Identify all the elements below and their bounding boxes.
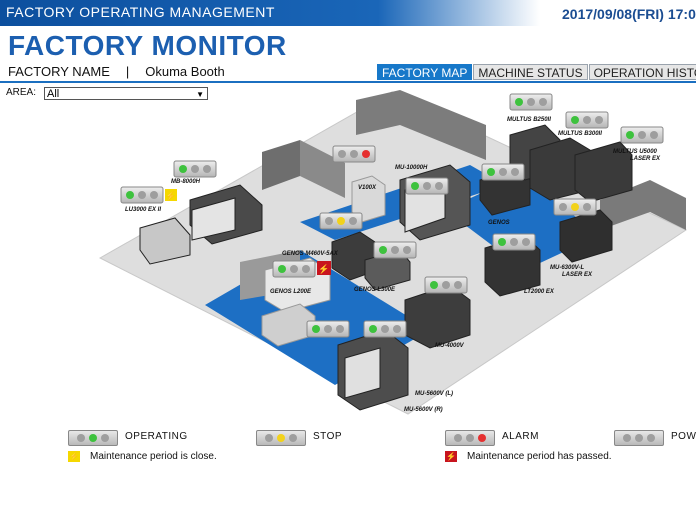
tab-operation-history[interactable]: OPERATION HISTORY — [588, 64, 696, 80]
wall-top-left — [300, 140, 345, 198]
lamp-mu10000h[interactable] — [332, 145, 376, 163]
lamp-lu3000[interactable] — [120, 186, 164, 204]
svg-text:⚡: ⚡ — [318, 263, 329, 275]
legend-lamp — [635, 434, 643, 442]
factory-name-row: FACTORY NAME | Okuma Booth — [8, 64, 225, 79]
legend-lamp-box — [68, 430, 118, 446]
page-title: FACTORY MONITOR — [8, 30, 287, 61]
lamp-multus-b300[interactable] — [565, 111, 609, 129]
label-mu4000: MU-4000V — [435, 343, 465, 349]
legend-lamp — [277, 434, 285, 442]
current-datetime: 2017/09/08(FRI) 17:0 — [562, 6, 696, 22]
legend-power: POWE — [614, 430, 696, 448]
note-maintenance-close-text: Maintenance period is close. — [90, 451, 217, 463]
lamp-mb8000h[interactable] — [481, 163, 525, 181]
label-multus-b250: MULTUS B250II — [507, 117, 551, 123]
label-mu10000h: MU-10000H — [395, 165, 428, 171]
label-multus-b300: MULTUS B300II — [558, 131, 602, 137]
label-lt2000: LT2000 EX — [524, 289, 555, 295]
top-bar: FACTORY OPERATING MANAGEMENT 2017/09/08(… — [0, 0, 696, 26]
factory-name-label: FACTORY NAME — [8, 64, 110, 79]
lamp-lu3000-left[interactable] — [173, 160, 217, 178]
legend-label-stop: STOP — [313, 431, 343, 442]
maintenance-overdue-icon: ⚡ — [445, 451, 457, 462]
legend-lamp — [77, 434, 85, 442]
tab-underline — [0, 81, 696, 83]
wall-back — [356, 90, 486, 160]
factory-map: ⚡ ⚡ MULTUS B250II MULTUS B300II MULTUS U… — [98, 90, 688, 415]
note-maintenance-passed: ⚡ Maintenance period has passed. — [445, 451, 612, 462]
maintenance-close-icon: ⚡ — [165, 189, 177, 202]
lamp-lt2000[interactable] — [492, 233, 536, 251]
legend-lamp — [623, 434, 631, 442]
lamp-mu4000[interactable] — [424, 276, 468, 294]
label-multus-u5000-sub: LASER EX — [630, 156, 661, 162]
label-genos: GENOS — [488, 220, 510, 226]
lamp-mu6300[interactable] — [553, 198, 597, 216]
label-genos-l200: GENOS L200E — [270, 289, 312, 295]
label-genos-m460: GENOS M460V-5AX — [282, 251, 339, 257]
note-maintenance-passed-text: Maintenance period has passed. — [467, 451, 612, 463]
app-title: FACTORY OPERATING MANAGEMENT — [6, 4, 275, 20]
lamp-genos-m460[interactable] — [306, 320, 350, 338]
lamp-genos[interactable] — [319, 212, 363, 230]
machine-blocks — [139, 124, 633, 411]
maintenance-passed-icon: ⚡ — [317, 261, 331, 275]
label-mu5600l: MU-5600V (L) — [415, 391, 453, 397]
lamp-genos-l200[interactable] — [272, 260, 316, 278]
legend-label-alarm: ALARM — [502, 431, 539, 442]
lamp-multus-b250[interactable] — [509, 93, 553, 111]
label-mu5600r: MU-5600V (R) — [404, 407, 443, 413]
wall-left — [262, 140, 300, 190]
tab-machine-status[interactable]: MACHINE STATUS — [473, 64, 588, 80]
chevron-down-icon: ▼ — [196, 90, 204, 99]
label-multus-u5000: MULTUS U5000 — [613, 149, 658, 155]
legend-lamp — [89, 434, 97, 442]
legend-label-power: POWE — [671, 431, 696, 442]
legend-lamp — [101, 434, 109, 442]
label-v100x: V100X — [358, 185, 377, 191]
lamp-genos-l300[interactable] — [373, 241, 417, 259]
legend-lamp — [454, 434, 462, 442]
legend-lamp — [647, 434, 655, 442]
label-genos-l300: GENOS L300E — [354, 287, 396, 293]
legend-label-operating: OPERATING — [125, 431, 188, 442]
label-lu3000: LU3000 EX II — [125, 207, 161, 213]
legend-lamp — [289, 434, 297, 442]
legend-lamp — [265, 434, 273, 442]
view-tabs: FACTORY MAP MACHINE STATUS OPERATION HIS… — [376, 64, 696, 80]
area-select[interactable]: All ▼ — [44, 87, 208, 100]
factory-name-value: Okuma Booth — [145, 64, 225, 79]
area-select-value: All — [47, 88, 60, 100]
svg-text:⚡: ⚡ — [165, 190, 176, 202]
tab-factory-map[interactable]: FACTORY MAP — [377, 64, 473, 80]
label-mb8000h: MB-8000H — [171, 179, 201, 185]
area-label: AREA: — [6, 87, 37, 98]
legend-lamp-box — [256, 430, 306, 446]
lamp-mu5600[interactable] — [363, 320, 407, 338]
note-maintenance-close: ⚡ Maintenance period is close. — [68, 451, 217, 462]
lamp-v100x[interactable] — [405, 177, 449, 195]
legend-lamp-box — [614, 430, 664, 446]
legend-lamp — [478, 434, 486, 442]
lamp-multus-u5000[interactable] — [620, 126, 664, 144]
legend-lamp — [466, 434, 474, 442]
factory-name-separator: | — [125, 64, 130, 79]
label-mu6300-sub: LASER EX — [562, 272, 593, 278]
label-mu6300: MU-6300V-L — [550, 265, 584, 271]
maintenance-warning-icon: ⚡ — [68, 451, 80, 462]
top-bar-band — [0, 0, 540, 26]
legend-lamp-box — [445, 430, 495, 446]
